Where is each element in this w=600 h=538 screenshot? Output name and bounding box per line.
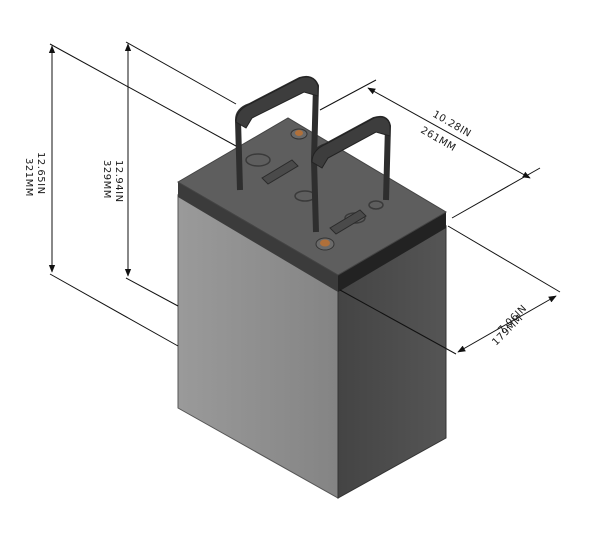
lid-top — [177, 117, 447, 276]
case-height-in: 12.94IN — [113, 160, 124, 203]
terminal-positive — [290, 128, 308, 140]
lid-band-front — [178, 182, 338, 292]
overall-height-mm: 321MM — [23, 158, 34, 197]
terminal-strap-2 — [329, 209, 367, 235]
case-height-mm: 329MM — [101, 160, 112, 199]
battery-case — [177, 117, 447, 499]
vent-cap-4 — [368, 200, 384, 210]
lid-band-side — [338, 212, 446, 292]
handle-rear — [235, 75, 319, 191]
terminal-negative — [315, 237, 335, 251]
terminal-strap-1 — [261, 159, 299, 185]
vent-cap-1 — [245, 153, 271, 167]
overall-height-in: 12.65IN — [35, 152, 46, 195]
dimension-case-height: 12.94IN 329MM — [101, 41, 237, 307]
dimension-overall-height: 12.65IN 321MM — [23, 43, 237, 347]
